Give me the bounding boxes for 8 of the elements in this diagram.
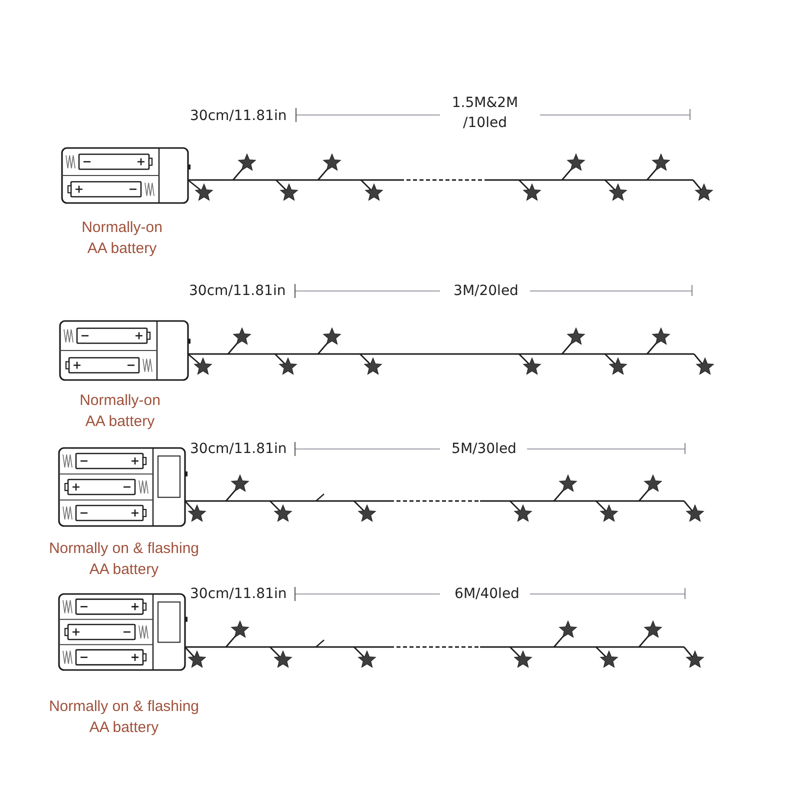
- dimension-label: 30cm/11.81in: [190, 440, 287, 458]
- dimension-label: 30cm/11.81in: [190, 107, 287, 125]
- caption: Normally-on AA battery: [80, 218, 164, 259]
- caption: Normally-on AA battery: [78, 391, 162, 432]
- caption: Normally on & flashing AA battery: [48, 697, 200, 738]
- caption: Normally on & flashing AA battery: [48, 539, 200, 580]
- dimension-label: 30cm/11.81in: [189, 282, 286, 300]
- dimension-label: 30cm/11.81in: [190, 585, 287, 603]
